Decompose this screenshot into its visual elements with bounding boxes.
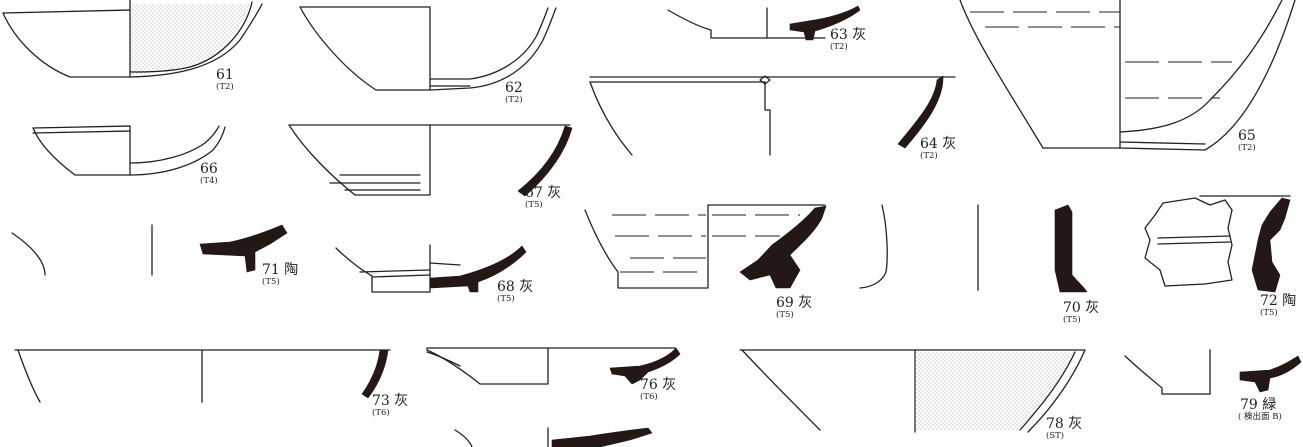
svg-text:67 灰: 67 灰	[525, 185, 561, 201]
svg-text:68 灰: 68 灰	[497, 279, 533, 295]
vessel-tag: (T2)	[216, 81, 234, 92]
vessel-73	[14, 349, 391, 403]
vessel-61	[2, 0, 263, 78]
vessel-79	[1124, 349, 1302, 395]
label-73: 73 灰 (T6)	[372, 393, 408, 418]
vessel-tag: (T5)	[497, 293, 515, 304]
ware-type: 灰	[1085, 300, 1099, 316]
vessel-tag: (T5)	[525, 199, 543, 210]
ware-type: 緑	[1262, 397, 1276, 413]
vessel-tag: ( 検出面 B)	[1238, 411, 1282, 422]
svg-text:79 緑: 79 緑	[1240, 397, 1276, 413]
vessel-72	[1144, 195, 1291, 293]
label-79: 79 緑 ( 検出面 B)	[1238, 397, 1282, 422]
vessel-63	[667, 5, 861, 41]
svg-text:76 灰: 76 灰	[640, 377, 676, 393]
vessel-tag: (T2)	[1238, 142, 1256, 153]
vessel-tag: (T5)	[776, 309, 794, 320]
vessel-number: 76	[640, 377, 658, 393]
ware-type: 灰	[547, 185, 561, 201]
vessel-number: 72	[1260, 293, 1278, 309]
vessel-70	[859, 204, 1088, 293]
vessel-tag: (T4)	[200, 175, 218, 186]
vessel-number: 70	[1063, 300, 1081, 316]
label-71: 71 陶 (T5)	[262, 262, 298, 287]
vessel-71	[11, 224, 288, 276]
vessel-tag: (T2)	[920, 150, 938, 161]
vessel-62	[299, 6, 557, 91]
vessel-tag: (T5)	[262, 276, 280, 287]
vessel-number: 65	[1238, 128, 1256, 144]
label-63: 63 灰 (T2)	[830, 27, 866, 52]
vessel-tag: (T5)	[1260, 307, 1278, 318]
svg-text:69 灰: 69 灰	[776, 295, 812, 311]
vessel-tag: (T2)	[830, 41, 848, 52]
vessel-number: 69	[776, 295, 794, 311]
label-72: 72 陶 (T5)	[1260, 293, 1296, 318]
ware-type: 灰	[394, 393, 408, 409]
vessel-number: 67	[525, 185, 543, 201]
label-69: 69 灰 (T5)	[776, 295, 812, 320]
vessel-67	[288, 124, 573, 197]
vessel-number: 66	[200, 161, 218, 177]
vessel-number: 79	[1240, 397, 1258, 413]
vessel-76	[426, 347, 681, 385]
svg-text:71 陶: 71 陶	[262, 262, 298, 278]
vessel-tag: (ST)	[1046, 430, 1064, 441]
svg-text:64 灰: 64 灰	[920, 136, 956, 152]
vessel-tag: (T6)	[640, 391, 658, 402]
label-65: 65 (T2)	[1238, 128, 1256, 153]
vessel-68	[335, 244, 527, 293]
label-78: 78 灰 (ST)	[1046, 416, 1082, 441]
vessel-64	[589, 75, 956, 156]
vessel-number: 78	[1046, 416, 1064, 432]
svg-text:78 灰: 78 灰	[1046, 416, 1082, 432]
label-68: 68 灰 (T5)	[497, 279, 533, 304]
ware-type: 灰	[662, 377, 676, 393]
vessel-number: 68	[497, 279, 515, 295]
ware-type: 灰	[1068, 416, 1082, 432]
ware-type: 灰	[798, 295, 812, 311]
label-64: 64 灰 (T2)	[920, 136, 956, 161]
label-66: 66 (T4)	[200, 161, 218, 186]
vessel-tag: (T2)	[505, 94, 523, 105]
vessel-number: 63	[830, 27, 848, 43]
ware-type: 陶	[284, 262, 298, 278]
ware-type: 灰	[852, 27, 866, 43]
svg-text:63 灰: 63 灰	[830, 27, 866, 43]
label-62: 62 (T2)	[505, 80, 523, 105]
svg-text:70 灰: 70 灰	[1063, 300, 1099, 316]
ware-type: 灰	[942, 136, 956, 152]
svg-text:72 陶: 72 陶	[1260, 293, 1296, 309]
label-61: 61 (T2)	[216, 67, 234, 92]
vessel-number: 61	[216, 67, 234, 83]
vessel-78	[739, 349, 1086, 433]
vessel-69	[584, 204, 827, 289]
vessel-65	[959, 0, 1296, 151]
ware-type: 灰	[519, 279, 533, 295]
vessel-tag: (T6)	[372, 407, 390, 418]
ware-type: 陶	[1282, 293, 1296, 309]
vessel-number: 62	[505, 80, 523, 96]
vessel-number: 73	[372, 393, 390, 409]
vessel-number: 64	[920, 136, 938, 152]
svg-text:73 灰: 73 灰	[372, 393, 408, 409]
vessel-66	[32, 125, 226, 176]
vessel-number: 71	[262, 262, 280, 278]
vessel-tag: (T5)	[1063, 314, 1081, 325]
vessel-77-partial	[454, 427, 653, 447]
label-76: 76 灰 (T6)	[640, 377, 676, 402]
label-70: 70 灰 (T5)	[1063, 300, 1099, 325]
label-67: 67 灰 (T5)	[525, 185, 561, 210]
